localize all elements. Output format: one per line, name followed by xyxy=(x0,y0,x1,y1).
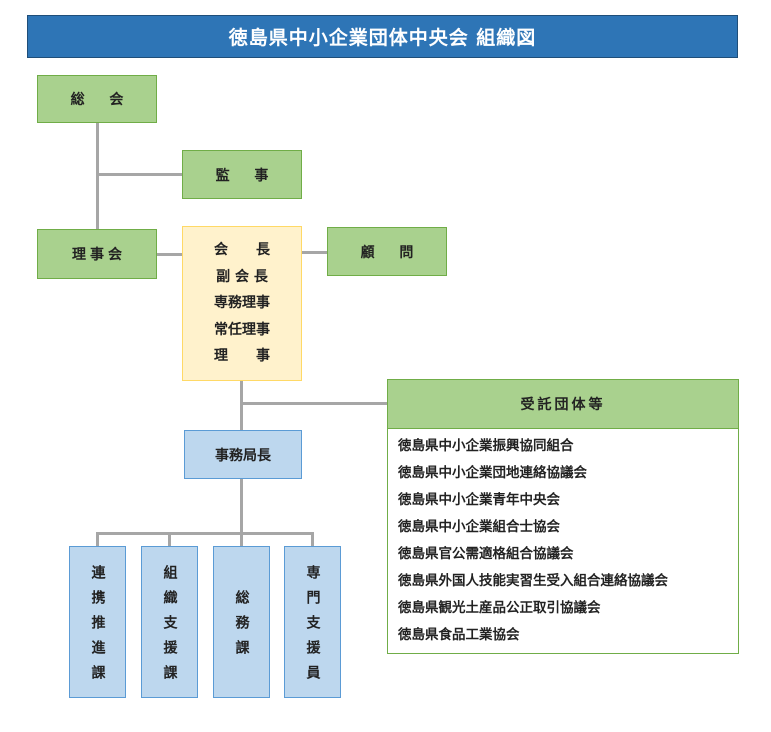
entrusted-orgs-list: 徳島県中小企業振興協同組合 徳島県中小企業団地連絡協議会 徳島県中小企業青年中央… xyxy=(388,429,738,649)
section-liaison-promotion: 連携推進課 xyxy=(69,546,126,698)
connector-section-2 xyxy=(168,532,171,546)
list-item: 徳島県食品工業協会 xyxy=(398,627,520,643)
officers-box: 会 長 副 会 長 専務理事 常任理事 理 事 xyxy=(182,226,302,381)
officer-director: 理 事 xyxy=(214,348,270,365)
connector-section-4 xyxy=(311,532,314,546)
list-item: 徳島県官公需適格組合協議会 xyxy=(398,546,574,562)
officer-standing-director: 常任理事 xyxy=(214,321,270,338)
section-specialist-support: 専門支援員 xyxy=(284,546,341,698)
connector-officers-advisor xyxy=(302,251,327,254)
officer-chairman: 会 長 xyxy=(214,242,270,259)
officer-vice-chairman: 副 会 長 xyxy=(216,268,268,285)
connector-section-1 xyxy=(96,532,99,546)
advisor-box: 顧 問 xyxy=(327,227,447,276)
connector-auditor xyxy=(96,173,182,176)
list-item: 徳島県中小企業振興協同組合 xyxy=(398,438,574,454)
section-general-affairs: 総務課 xyxy=(213,546,270,698)
list-item: 徳島県中小企業団地連絡協議会 xyxy=(398,465,587,481)
secretary-general-box: 事務局長 xyxy=(184,430,302,479)
list-item: 徳島県中小企業組合士協会 xyxy=(398,519,560,535)
entrusted-orgs-header: 受託団体等 xyxy=(388,380,738,429)
board-box: 理事会 xyxy=(37,229,157,279)
connector-officers-secretary xyxy=(240,380,243,430)
section-organization-support: 組織支援課 xyxy=(141,546,198,698)
connector-secretary-sections xyxy=(240,479,243,534)
general-assembly-box: 総 会 xyxy=(37,75,157,123)
connector-sections-horizontal xyxy=(96,532,314,535)
list-item: 徳島県外国人技能実習生受入組合連絡協議会 xyxy=(398,573,668,589)
list-item: 徳島県観光土産品公正取引協議会 xyxy=(398,600,601,616)
connector-entrusted xyxy=(240,402,388,405)
list-item: 徳島県中小企業青年中央会 xyxy=(398,492,560,508)
auditor-box: 監 事 xyxy=(182,150,302,199)
officer-senior-director: 専務理事 xyxy=(214,295,270,312)
connector-board-officers xyxy=(156,253,183,256)
connector-section-3 xyxy=(240,532,243,546)
chart-title: 徳島県中小企業団体中央会 組織図 xyxy=(27,15,738,58)
entrusted-orgs-panel: 受託団体等 徳島県中小企業振興協同組合 徳島県中小企業団地連絡協議会 徳島県中小… xyxy=(387,379,739,654)
